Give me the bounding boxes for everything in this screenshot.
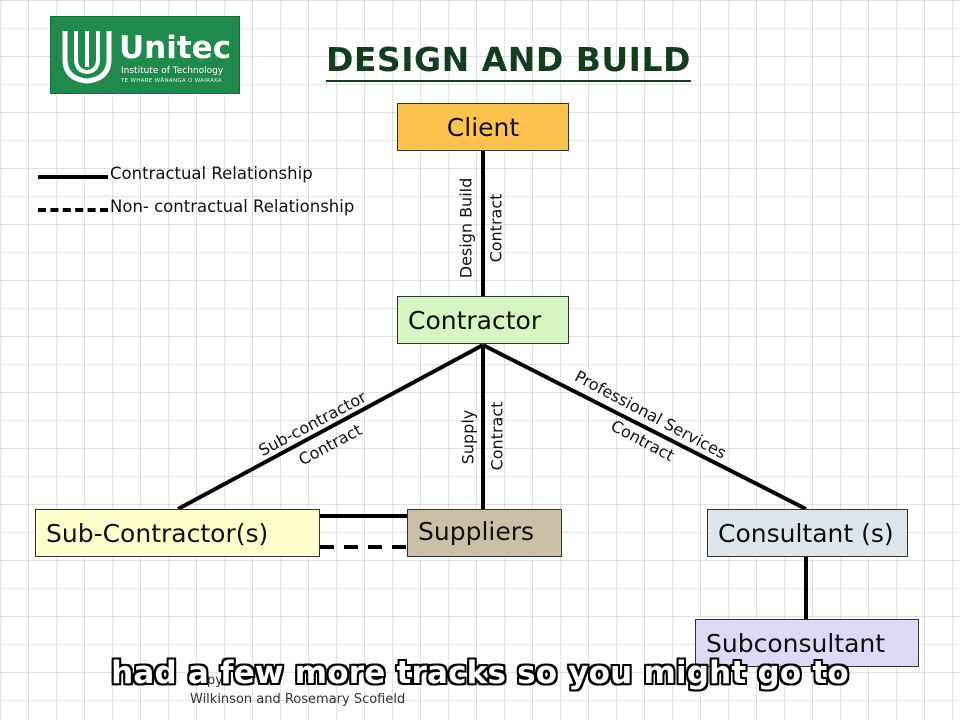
subcontractor-node: Sub-Contractor(s) [35, 509, 320, 557]
logo-subtitle: Institute of Technology [121, 66, 224, 76]
subconsultant-node: Subconsultant [695, 619, 919, 667]
logo-tagline: TE WHARE WĀNANGA O WAIRAKA [121, 78, 222, 84]
suppliers-node: Suppliers [407, 509, 562, 557]
video-subtitle: had a few more tracks so you might go to [111, 655, 849, 691]
contractor-node: Contractor [397, 296, 569, 344]
unitec-logo: Unitec Institute of Technology TE WHARE … [50, 16, 240, 94]
slide-title: DESIGN AND BUILD [326, 40, 691, 82]
footer-copyright-left: Copy [190, 673, 223, 688]
legend-contractual-label: Contractual Relationship [110, 164, 313, 183]
legend-solid-line [38, 175, 108, 179]
contractor-subcontractor-line [177, 343, 484, 511]
legend-non-contractual-label: Non- contractual Relationship [110, 197, 355, 216]
unitec-emblem-icon [62, 31, 112, 84]
design-build-contract-label-line2: Contract [486, 193, 506, 263]
consultant-node: Consultant (s) [707, 509, 908, 557]
supply-contract-label: Supply [458, 409, 478, 465]
logo-name: Unitec [119, 30, 232, 66]
supply-contract-label-line2: Contract [487, 401, 507, 471]
client-node: Client [397, 103, 569, 151]
contractor-consultant-line [482, 343, 807, 511]
design-build-contract-label: Design Build [456, 177, 476, 279]
footer-authors: Wilkinson and Rosemary Scofield [190, 692, 406, 707]
legend-dashed-line [38, 208, 108, 212]
footer-copyright-right: z [720, 673, 727, 688]
